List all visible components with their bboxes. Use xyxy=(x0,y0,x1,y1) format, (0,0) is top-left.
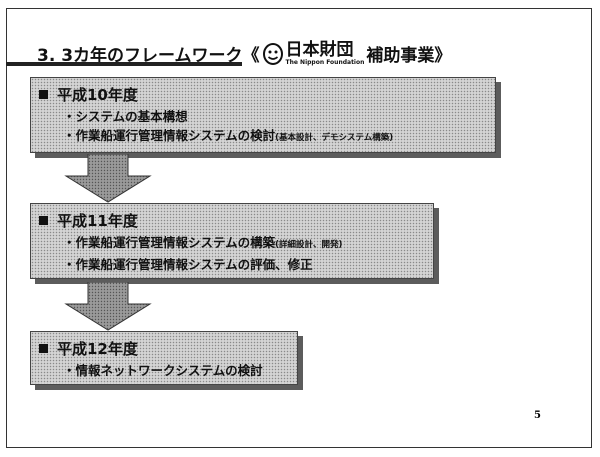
section-heading: 平成12年度 xyxy=(39,338,297,359)
section-line: ・作業船運行管理情報システムの構築(詳細設計、開発) xyxy=(63,235,343,250)
title-prefix: 3. 3カ年のフレームワーク《 xyxy=(37,46,260,66)
section-line: ・情報ネットワークシステムの検討 xyxy=(63,363,263,378)
section-box-h11: 平成11年度 ・作業船運行管理情報システムの構築(詳細設計、開発) ・作業船運行… xyxy=(30,203,434,279)
section-line: ・作業船運行管理情報システムの検討(基本設計、デモシステム構築) xyxy=(63,128,394,143)
section-heading: 平成10年度 xyxy=(39,84,495,105)
logo-sub-text: The Nippon Foundation xyxy=(285,58,365,66)
slide-title: 3. 3カ年のフレームワーク《 日本財団 The Nippon Foundati… xyxy=(37,41,451,66)
smiley-face-icon xyxy=(262,42,283,65)
down-arrow-icon xyxy=(64,282,152,331)
section-line: ・システムの基本構想 xyxy=(63,109,188,124)
square-bullet-icon xyxy=(39,216,48,225)
down-arrow-icon xyxy=(64,154,152,203)
square-bullet-icon xyxy=(39,90,48,99)
section-box-h12: 平成12年度 ・情報ネットワークシステムの検討 xyxy=(30,331,298,385)
page-number: 5 xyxy=(534,410,541,421)
logo-main-text: 日本財団 xyxy=(285,39,354,60)
section-heading: 平成11年度 xyxy=(39,210,433,231)
section-line: ・作業船運行管理情報システムの評価、修正 xyxy=(63,257,313,272)
section-box-h10: 平成10年度 ・システムの基本構想 ・作業船運行管理情報システムの検討(基本設計… xyxy=(30,77,496,153)
title-underline xyxy=(6,62,242,66)
square-bullet-icon xyxy=(39,344,48,353)
title-suffix: 補助事業》 xyxy=(366,46,452,66)
nippon-foundation-logo: 日本財団 The Nippon Foundation xyxy=(262,39,365,66)
